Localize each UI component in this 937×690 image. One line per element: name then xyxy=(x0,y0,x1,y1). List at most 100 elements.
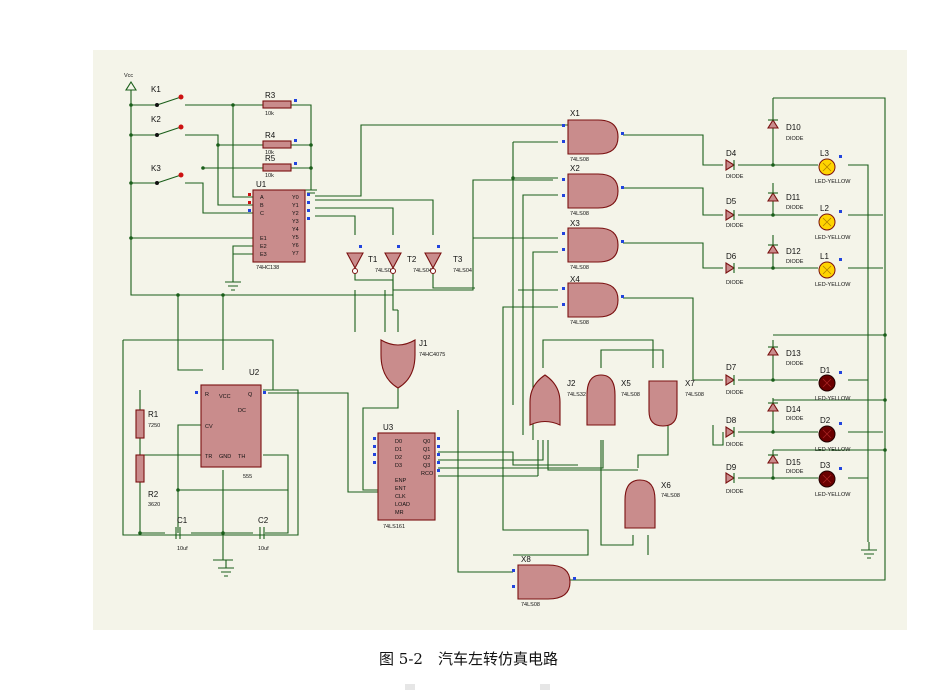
led-l2: L2 LED-YELLOW xyxy=(815,204,851,241)
inverter-t2: T2 74LS04 xyxy=(384,245,432,274)
r5-ref: R5 xyxy=(265,154,276,163)
l1-ref: L1 xyxy=(820,252,829,261)
d6-type: DIODE xyxy=(726,280,744,286)
d8-type: DIODE xyxy=(726,442,744,448)
u1-pin-y2: Y2 xyxy=(292,211,299,217)
and-gate-x7: X7 74LS08 xyxy=(648,379,704,427)
d13-ref: D13 xyxy=(786,349,801,358)
circuit-diagram: Vcc K1 K2 K3 R3 10k R4 10k R5 10k U1 74H… xyxy=(122,73,887,608)
switch-k2-label: K2 xyxy=(151,115,161,124)
x1-part: 74LS08 xyxy=(570,157,589,163)
x1-ref: X1 xyxy=(570,109,580,118)
switch-k1-label: K1 xyxy=(151,85,161,94)
switch-k1[interactable]: K1 xyxy=(151,85,184,107)
led-d3: D3 LED-YELLOW xyxy=(815,461,851,498)
d6-ref: D6 xyxy=(726,252,737,261)
d7-ref: D7 xyxy=(726,363,737,372)
led-d1: D1 LED-YELLOW xyxy=(815,366,851,402)
u1-pin-y6: Y6 xyxy=(292,243,299,249)
or-gate-j1: J1 74HC4075 xyxy=(380,339,445,389)
x7-part: 74LS08 xyxy=(685,392,704,398)
resistor-r5: R5 10k xyxy=(262,154,297,179)
u2-pin-gnd: GND xyxy=(219,454,231,460)
u1-pin-y4: Y4 xyxy=(292,227,299,233)
x8-part: 74LS08 xyxy=(521,602,540,608)
t1-ref: T1 xyxy=(368,255,378,264)
t3-ref: T3 xyxy=(453,255,463,264)
u3-ref: U3 xyxy=(383,423,394,432)
u3-pin-d2: D2 xyxy=(395,455,402,461)
d3-type: LED-YELLOW xyxy=(815,492,851,498)
led-l1: L1 LED-YELLOW xyxy=(815,252,851,288)
diode-d7: D7 DIODE xyxy=(725,363,744,396)
x8-ref: X8 xyxy=(521,555,531,564)
d3-ref: D3 xyxy=(820,461,831,470)
diode-d10: D10 DIODE xyxy=(767,118,804,142)
u3-pin-d0: D0 xyxy=(395,439,402,445)
u3-pin-q3: Q3 xyxy=(423,463,430,469)
d7-type: DIODE xyxy=(726,390,744,396)
page-mark-right xyxy=(540,684,550,690)
d5-type: DIODE xyxy=(726,223,744,229)
resistor-r3: R3 10k xyxy=(262,91,297,117)
u2-ref: U2 xyxy=(249,368,260,377)
u2-part: 555 xyxy=(243,474,252,480)
junction-dots xyxy=(129,103,887,535)
u1-pin-b: B xyxy=(260,203,264,209)
t2-part: 74LS04 xyxy=(413,268,432,274)
j2-ref: J2 xyxy=(567,379,576,388)
x3-ref: X3 xyxy=(570,219,580,228)
schematic-sheet: Vcc K1 K2 K3 R3 10k R4 10k R5 10k U1 74H… xyxy=(93,50,907,630)
u2-pin-dc: DC xyxy=(238,408,246,414)
r4-ref: R4 xyxy=(265,131,276,140)
wires xyxy=(122,90,886,581)
d13-type: DIODE xyxy=(786,361,804,367)
u1-pin-y7: Y7 xyxy=(292,251,299,257)
u3-pin-d3: D3 xyxy=(395,463,402,469)
u1-pin-e1: E1 xyxy=(260,236,267,242)
switch-k2[interactable]: K2 xyxy=(151,115,184,137)
u2-pin-vcc: VCC xyxy=(219,394,231,400)
u1-pin-y3: Y3 xyxy=(292,219,299,225)
switch-k3[interactable]: K3 xyxy=(151,164,184,185)
l2-type: LED-YELLOW xyxy=(815,235,851,241)
u1-ref: U1 xyxy=(256,180,267,189)
l3-type: LED-YELLOW xyxy=(815,179,851,185)
l1-type: LED-YELLOW xyxy=(815,282,851,288)
u2-pin-tr: TR xyxy=(205,454,212,460)
vcc-label: Vcc xyxy=(124,73,133,79)
u3-pin-enp: ENP xyxy=(395,478,407,484)
capacitor-c2: C2 10uf xyxy=(258,516,269,552)
u3-pin-q2: Q2 xyxy=(423,455,430,461)
x5-part: 74LS08 xyxy=(621,392,640,398)
x5-ref: X5 xyxy=(621,379,631,388)
d2-type: LED-YELLOW xyxy=(815,447,851,453)
x6-ref: X6 xyxy=(661,481,671,490)
r4-value: 10k xyxy=(265,150,274,156)
u1-part: 74HC138 xyxy=(256,265,279,271)
and-gate-x8: X8 74LS08 xyxy=(512,555,576,608)
diode-d13: D13 DIODE xyxy=(767,345,804,367)
figure-caption: 图 5-2 汽车左转仿真电路 xyxy=(379,650,558,668)
d5-ref: D5 xyxy=(726,197,737,206)
u1-pin-y5: Y5 xyxy=(292,235,299,241)
decoder-u1: U1 74HC138 A B C E1 E2 E3 Y0 Y1 Y2 Y3 Y4… xyxy=(248,180,310,271)
r3-ref: R3 xyxy=(265,91,276,100)
d2-ref: D2 xyxy=(820,416,831,425)
r5-value: 10k xyxy=(265,173,274,179)
d9-ref: D9 xyxy=(726,463,737,472)
r1-ref: R1 xyxy=(148,410,159,419)
diode-d5: D5 DIODE xyxy=(725,197,744,229)
d1-type: LED-YELLOW xyxy=(815,396,851,402)
r2-value: 3620 xyxy=(148,502,160,508)
u2-pin-r: R xyxy=(205,392,209,398)
r1-value: 7250 xyxy=(148,423,160,429)
diode-d11: D11 DIODE xyxy=(767,191,804,211)
d4-ref: D4 xyxy=(726,149,737,158)
u3-pin-d1: D1 xyxy=(395,447,402,453)
d8-ref: D8 xyxy=(726,416,737,425)
d15-ref: D15 xyxy=(786,458,801,467)
l3-ref: L3 xyxy=(820,149,829,158)
and-gate-x4: X4 74LS08 xyxy=(562,275,624,326)
x3-part: 74LS08 xyxy=(570,265,589,271)
